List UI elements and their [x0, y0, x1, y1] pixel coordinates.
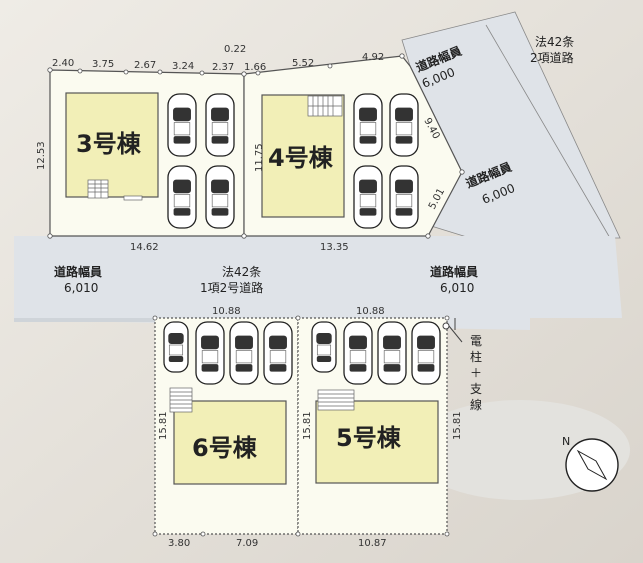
car-icon	[167, 165, 197, 229]
stairs-icon	[307, 95, 343, 117]
dim-top-324: 3.24	[172, 61, 194, 72]
dim-top-166: 1.66	[244, 62, 266, 73]
car-icon	[377, 321, 407, 385]
dim-front-1462: 14.62	[130, 242, 159, 253]
building-5	[315, 400, 439, 484]
car-icon	[167, 93, 197, 157]
main-road-type: 法42条	[222, 265, 261, 279]
car-icon	[343, 321, 373, 385]
road-width-right-value: 6,010	[440, 281, 474, 295]
boundary-markers	[47, 53, 465, 537]
dim-top-022: 0.22	[224, 44, 246, 55]
building-6-label: 6号棟	[192, 434, 258, 462]
car-icon	[205, 93, 235, 157]
pole-note-char: 電	[470, 334, 482, 348]
pole-note-char: 支	[470, 382, 482, 396]
building-3	[65, 92, 159, 198]
building-4-label: 4号棟	[268, 144, 334, 172]
dim-left-1253: 12.53	[36, 141, 47, 170]
car-icon	[353, 165, 383, 229]
building-5-label: 5号棟	[336, 424, 402, 452]
ne-road-centerline	[485, 24, 611, 239]
building-6	[173, 400, 287, 485]
dim-top-240: 2.40	[52, 58, 74, 69]
dim-s5-1581a: 15.81	[302, 411, 313, 440]
pole-note-char: 柱	[470, 349, 482, 364]
car-icon	[389, 165, 419, 229]
car-icon	[263, 321, 293, 385]
dim-bottom-709: 7.09	[236, 538, 258, 549]
compass-icon: N	[562, 435, 619, 492]
compass-north-label: N	[562, 435, 570, 448]
dim-top-237: 2.37	[212, 62, 234, 73]
parking-cars	[163, 93, 441, 385]
car-icon	[195, 321, 225, 385]
entrance-step	[123, 195, 143, 201]
dim-mid-1175: 11.75	[254, 143, 265, 172]
car-icon	[163, 321, 189, 373]
pole-note-char: 線	[470, 397, 482, 412]
dim-bottom-380: 3.80	[168, 538, 190, 549]
dim-bottom-1087: 10.87	[358, 538, 387, 549]
pole-note: 電 柱 ＋ 支 線	[470, 334, 482, 412]
road-width-left-label: 道路幅員	[54, 264, 102, 279]
car-icon	[389, 93, 419, 157]
utility-pole-icon	[442, 318, 463, 343]
dim-s6-1581: 15.81	[158, 411, 169, 440]
dim-south-1088a: 10.88	[212, 306, 241, 317]
road-width-left-value: 6,010	[64, 281, 98, 295]
pole-note-char: ＋	[470, 366, 482, 380]
stairs-icon	[87, 179, 109, 199]
road-width-right-label: 道路幅員	[430, 264, 478, 279]
dim-top-552: 5.52	[292, 58, 314, 69]
ne-road-clause: 2項道路	[530, 50, 574, 65]
car-icon	[411, 321, 441, 385]
dim-south-1088b: 10.88	[356, 306, 385, 317]
car-icon	[353, 93, 383, 157]
dim-s5-1581b: 15.81	[452, 411, 463, 440]
car-icon	[205, 165, 235, 229]
car-icon	[311, 321, 337, 373]
car-icon	[229, 321, 259, 385]
dim-front-1335: 13.35	[320, 242, 349, 253]
main-road	[14, 236, 622, 330]
main-road-clause: 1項2号道路	[200, 280, 263, 295]
building-3-label: 3号棟	[76, 130, 142, 158]
stairs-icon	[169, 387, 193, 413]
dim-top-492: 4.92	[362, 52, 384, 63]
road-strip	[14, 318, 155, 322]
dim-top-375: 3.75	[92, 59, 114, 70]
stairs-icon	[317, 389, 355, 411]
ne-road-type: 法42条	[535, 35, 574, 49]
dim-top-267: 2.67	[134, 60, 156, 71]
